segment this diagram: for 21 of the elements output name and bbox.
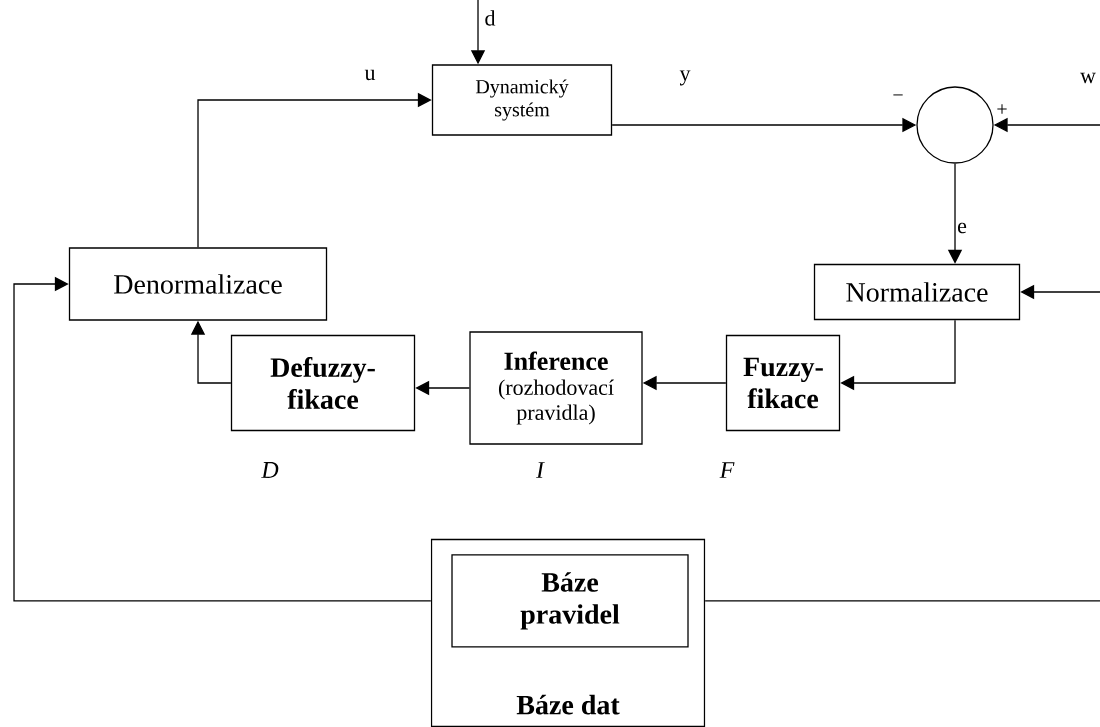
block-box: Denormalizace bbox=[68, 247, 328, 321]
sign-label: − bbox=[893, 94, 903, 96]
block-box: Fuzzy- fikace bbox=[725, 334, 841, 432]
block-box: Inference (rozhodovací pravidla) bbox=[469, 331, 643, 445]
signal-label: e bbox=[956, 221, 968, 235]
block-symbol: I bbox=[535, 462, 545, 478]
rule-base-box: Báze pravidel bbox=[451, 554, 689, 648]
block-box: Defuzzy- fikace bbox=[230, 334, 416, 432]
block-symbol: D bbox=[261, 462, 279, 478]
arrow bbox=[197, 92, 432, 248]
summing-junction bbox=[916, 86, 994, 164]
signal-label: y bbox=[678, 69, 692, 87]
sign-label: + bbox=[997, 104, 1007, 114]
arrow bbox=[13, 276, 432, 602]
signal-label: d bbox=[483, 9, 497, 27]
signal-label: u bbox=[363, 68, 377, 82]
signal-label: w bbox=[1079, 71, 1097, 85]
block-box: Dynamický systém bbox=[431, 64, 613, 136]
arrow bbox=[840, 319, 956, 391]
block-box: Normalizace bbox=[813, 263, 1021, 321]
block-symbol: F bbox=[719, 462, 735, 478]
